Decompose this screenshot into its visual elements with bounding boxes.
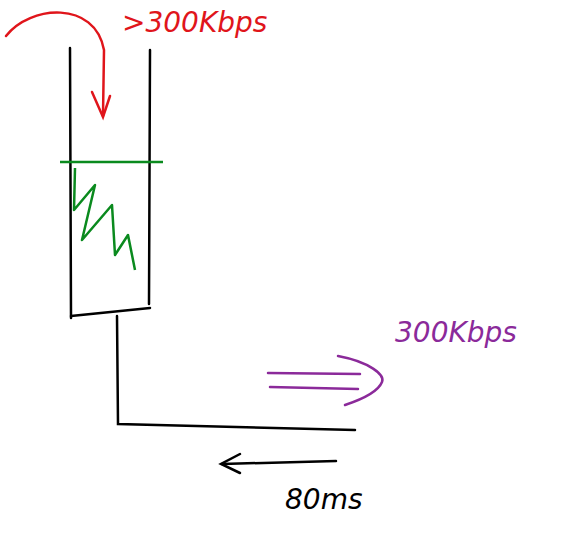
tube-wall (149, 50, 150, 304)
tube-bottom (71, 308, 150, 316)
handwritten-label: >300Kbps (122, 8, 267, 39)
output-rate-arrow (268, 356, 382, 405)
queue-squiggle (74, 168, 135, 270)
handwritten-label: 300Kbps (395, 318, 517, 349)
latency-arrow (221, 454, 336, 473)
handwritten-label: 80ms (285, 485, 363, 516)
input-arrow (6, 13, 110, 117)
tube-wall (70, 48, 71, 318)
queue-level (60, 161, 163, 164)
